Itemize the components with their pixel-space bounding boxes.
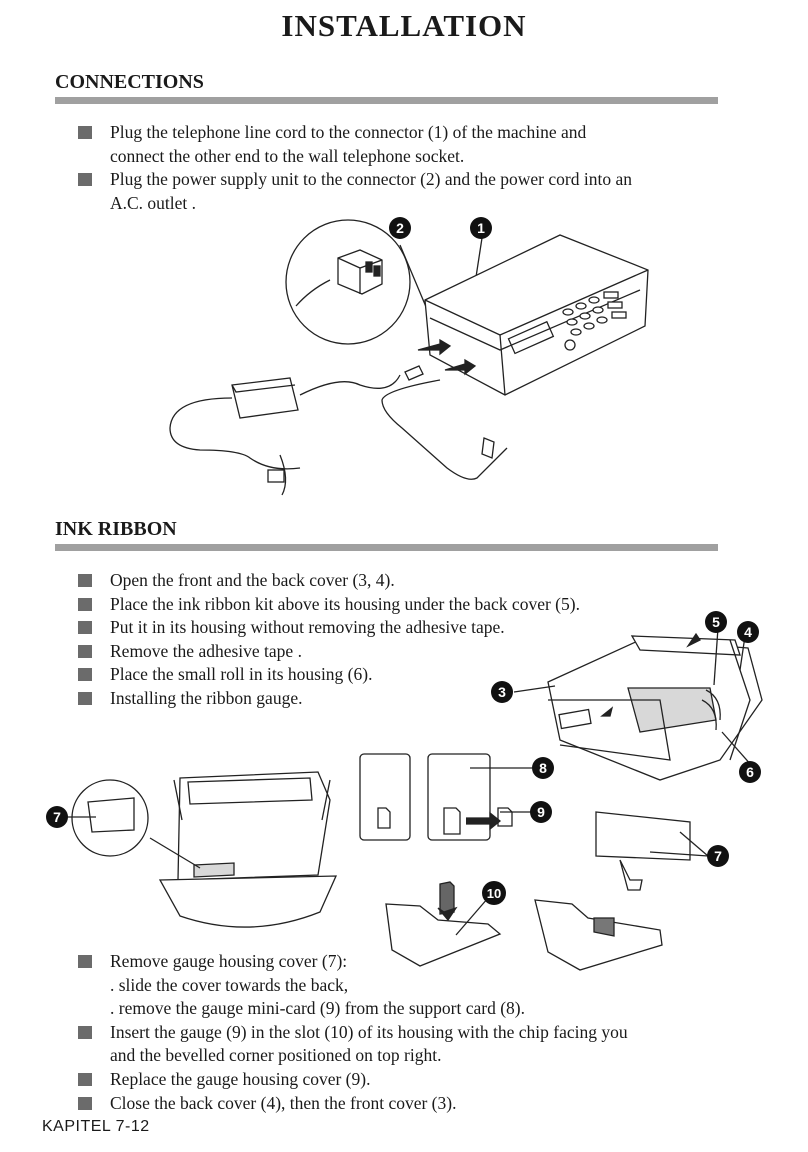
list-item: Remove gauge housing cover (7): . slide … (78, 950, 628, 1021)
svg-text:2: 2 (396, 220, 404, 236)
ink-ribbon-bullet-list: Open the front and the back cover (3, 4)… (78, 569, 580, 711)
list-item: Plug the telephone line cord to the conn… (78, 121, 632, 168)
callout-10 (482, 881, 506, 905)
page-footer: KAPITEL 7-12 (42, 1118, 150, 1135)
section-rule (55, 97, 718, 104)
gauge-bullet-list: Remove gauge housing cover (7): . slide … (78, 950, 628, 1115)
callout-6 (739, 761, 761, 783)
svg-text:3: 3 (498, 684, 506, 700)
bullet-square (78, 173, 92, 187)
list-item: Place the ink ribbon kit above its housi… (78, 593, 580, 617)
list-item: Open the front and the back cover (3, 4)… (78, 569, 580, 593)
list-item: Installing the ribbon gauge. (78, 687, 580, 711)
svg-text:5: 5 (712, 614, 720, 630)
callout-2 (389, 217, 411, 239)
svg-text:4: 4 (744, 624, 752, 640)
list-item: Plug the power supply unit to the connec… (78, 168, 632, 215)
callout-8 (532, 757, 554, 779)
list-item: Put it in its housing without removing t… (78, 616, 580, 640)
connections-heading: CONNECTIONS (55, 71, 204, 93)
svg-text:1: 1 (477, 220, 485, 236)
gauge-housing-illustration (71, 779, 149, 857)
list-item: Close the back cover (4), then the front… (78, 1092, 628, 1116)
svg-text:7: 7 (53, 809, 61, 825)
list-item: Replace the gauge housing cover (9). (78, 1068, 628, 1092)
list-item: Remove the adhesive tape . (78, 640, 580, 664)
bullet-square (78, 126, 92, 139)
gauge-card-illustration (359, 753, 411, 841)
page-title: INSTALLATION (281, 8, 527, 43)
callout-7 (46, 806, 68, 828)
ink-ribbon-heading: INK RIBBON (55, 518, 177, 540)
connections-section: CONNECTIONS (55, 70, 718, 104)
svg-text:10: 10 (487, 886, 501, 901)
callout-7 (707, 845, 729, 867)
callout-5 (705, 611, 727, 633)
callout-4 (737, 621, 759, 643)
callout-3 (491, 681, 513, 703)
ink-ribbon-section: INK RIBBON (55, 517, 718, 551)
callout-9 (530, 801, 552, 823)
svg-text:9: 9 (537, 804, 545, 820)
svg-text:8: 8 (539, 760, 547, 776)
list-item: Place the small roll in its housing (6). (78, 663, 580, 687)
connector-detail-illustration (285, 219, 411, 345)
section-rule (55, 544, 718, 551)
connections-bullet-list: Plug the telephone line cord to the conn… (78, 121, 632, 215)
svg-text:7: 7 (714, 848, 722, 864)
list-item: Insert the gauge (9) in the slot (10) of… (78, 1021, 628, 1068)
svg-text:6: 6 (746, 764, 754, 780)
callout-1 (470, 217, 492, 239)
